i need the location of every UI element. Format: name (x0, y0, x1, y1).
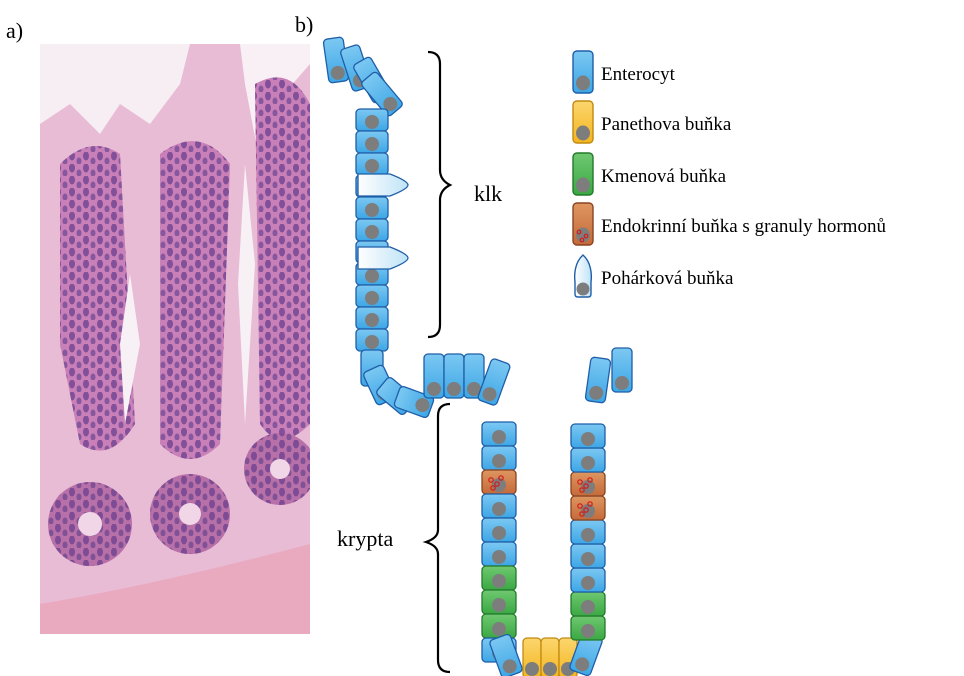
enterocyte-cell-shape (571, 424, 605, 448)
enterocyte-cell-shape (482, 422, 516, 446)
villus-bracket (428, 52, 450, 337)
enterocyte-cell-shape (482, 446, 516, 470)
villus-middle-nuclei (160, 141, 230, 459)
villus-label: klk (474, 181, 502, 207)
enterocyte-cell-shape (585, 357, 611, 403)
goblet-cell-shape (358, 247, 408, 269)
legend-item-paneth: Panethova buňka (568, 100, 964, 148)
enterocyte-cell-shape (356, 197, 388, 219)
crypt-label: krypta (337, 526, 393, 552)
stem-cell-cell-shape (482, 614, 516, 638)
legend-item-stem: Kmenová buňka (568, 152, 964, 200)
goblet-cell-shape (358, 174, 408, 196)
legend-label-paneth: Panethova buňka (601, 114, 731, 136)
enterocyte-cell-shape (482, 518, 516, 542)
legend-item-goblet: Pohárková buňka (568, 254, 964, 302)
histology-micrograph (40, 44, 310, 634)
cell-type-legend: Enterocyt Panethova buňka Kmenová buňka … (568, 50, 964, 310)
legend-item-enterocyte: Enterocyt (568, 50, 964, 98)
enterocyte-cell-shape (489, 633, 523, 676)
enterocyte-swatch-icon (572, 50, 594, 94)
enterocyte-cell-shape (612, 348, 632, 392)
legend-label-goblet: Pohárková buňka (601, 268, 733, 290)
enterocyte-cell-shape (356, 285, 388, 307)
legend-label-enterocyte: Enterocyt (601, 64, 675, 86)
stem-cell-cell-shape (482, 566, 516, 590)
enterocyte-cell-shape (356, 131, 388, 153)
stem-cell-cell-shape (571, 592, 605, 616)
panel-a-label: a) (6, 18, 23, 44)
paneth-cell-cell-shape (523, 638, 541, 676)
endocrine-cell-cell-shape (571, 496, 605, 520)
legend-label-endocrine: Endokrinní buňka s granuly hormonů (601, 216, 886, 238)
endocrine-cell-cell-shape (571, 472, 605, 496)
endocrine-cell-cell-shape (482, 470, 516, 494)
enterocyte-cell-shape (424, 354, 444, 398)
enterocyte-cell-shape (356, 219, 388, 241)
enterocyte-cell-shape (356, 109, 388, 131)
enterocyte-cell-shape (571, 568, 605, 592)
enterocyte-cell-shape (356, 307, 388, 329)
stem-cell-swatch-icon (572, 152, 594, 196)
enterocyte-cell-shape (571, 520, 605, 544)
stem-cell-cell-shape (482, 590, 516, 614)
goblet-cell-swatch-icon (572, 254, 594, 298)
enterocyte-cell-shape (571, 448, 605, 472)
enterocyte-cell-shape (482, 542, 516, 566)
enterocyte-cell-shape (482, 494, 516, 518)
enterocyte-cell-shape (571, 544, 605, 568)
endocrine-cell-swatch-icon (572, 202, 594, 246)
paneth-cell-cell-shape (541, 638, 559, 676)
enterocyte-cell-shape (444, 354, 464, 398)
paneth-cell-swatch-icon (572, 100, 594, 144)
stem-cell-cell-shape (571, 616, 605, 640)
legend-item-endocrine: Endokrinní buňka s granuly hormonů (568, 202, 964, 250)
crypt-bracket (426, 404, 450, 672)
legend-label-stem: Kmenová buňka (601, 166, 726, 188)
enterocyte-cell-shape (356, 329, 388, 351)
enterocyte-cell-shape (356, 153, 388, 175)
